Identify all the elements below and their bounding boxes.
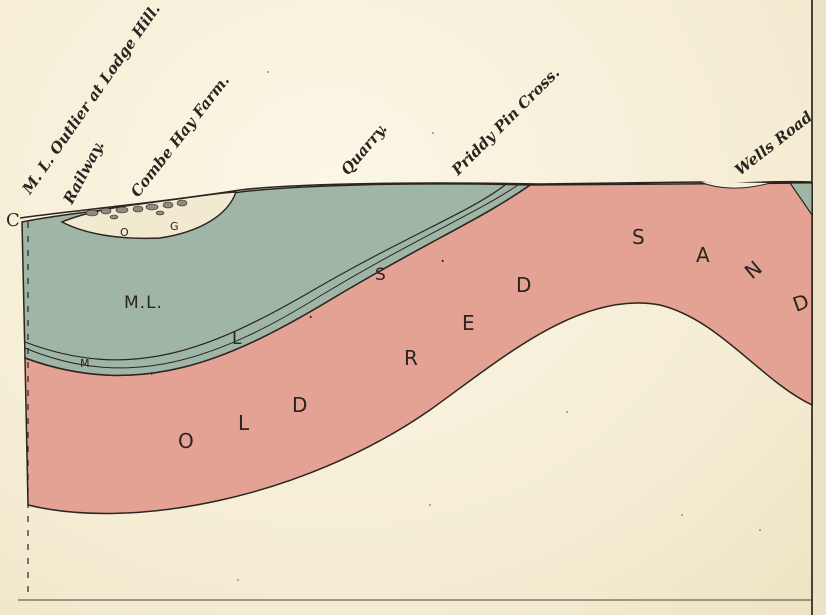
section-end-label: C <box>6 210 20 231</box>
ml-body-label: M.L. <box>124 293 163 313</box>
red-label-d: D <box>516 273 531 297</box>
place-quarry: Quarry. <box>337 120 390 179</box>
old-label-o: O <box>178 429 194 453</box>
page-margin-right <box>812 0 826 615</box>
sand-label-a: A <box>696 243 710 267</box>
red-label-e: E <box>462 311 475 335</box>
outlier-label-o: O <box>120 226 129 239</box>
ml-band-dot-2: . <box>440 247 446 267</box>
old-label-d: D <box>292 393 307 417</box>
ml-band-s: S <box>375 265 387 285</box>
ml-lower-m: M <box>80 357 90 370</box>
place-wells-road: Wells Road <box>731 107 816 179</box>
place-combe-hay-farm: Combe Hay Farm. <box>127 72 233 201</box>
red-label-r: R <box>404 346 418 370</box>
ml-lower-dot: . <box>150 365 154 378</box>
old-label-l: L <box>238 411 250 435</box>
outlier-label-g: G <box>170 220 179 233</box>
ml-band-l: L <box>232 329 242 349</box>
place-priddy-pin-cross: Priddy Pin Cross. <box>447 64 563 180</box>
sand-label-s: S <box>632 225 645 249</box>
ml-band-dot-1: . <box>308 303 314 323</box>
